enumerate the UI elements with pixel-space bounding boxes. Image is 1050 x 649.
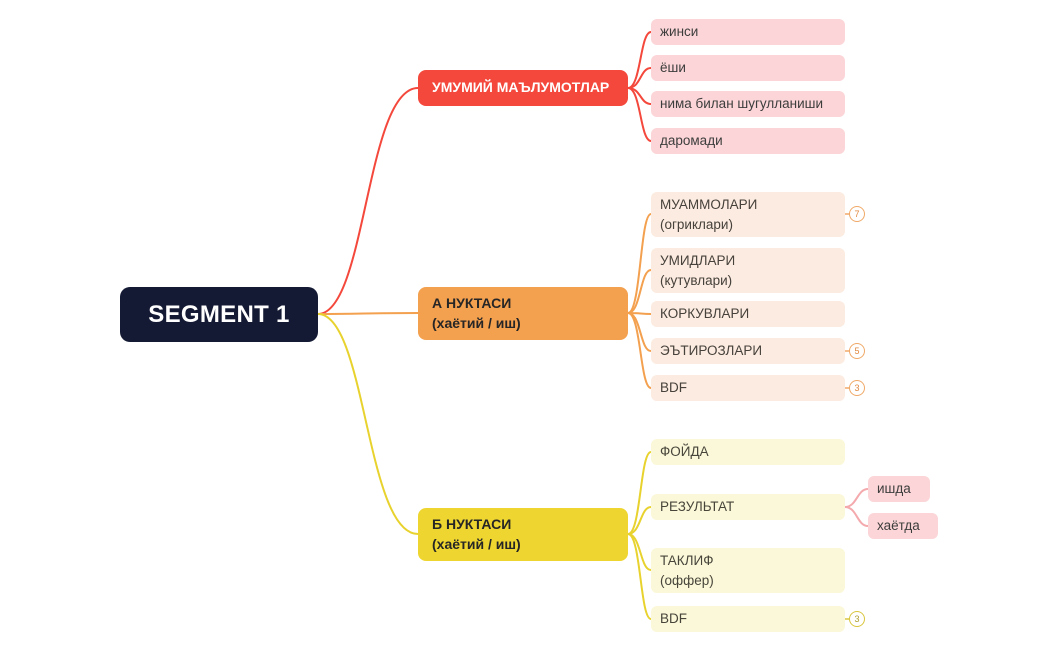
- node-offer-sublabel: (оффер): [660, 572, 714, 588]
- node-problems-label: МУАММОЛАРИ: [660, 196, 758, 212]
- node-at-work-label: ишда: [877, 481, 911, 497]
- node-occupation-label: нима билан шугулланиши: [660, 96, 823, 112]
- badge-bdf-a-count[interactable]: 3: [849, 380, 865, 396]
- node-hopes[interactable]: УМИДЛАРИ (кутувлари): [651, 248, 845, 293]
- node-offer-label: ТАКЛИФ: [660, 552, 714, 568]
- badge-bdf-b-count-value: 3: [854, 613, 860, 624]
- node-gender-label: жинси: [660, 24, 699, 40]
- badge-objections-count[interactable]: 5: [849, 343, 865, 359]
- node-bdf-b-label: BDF: [660, 611, 687, 627]
- node-in-life[interactable]: хаётда: [868, 513, 938, 539]
- node-point-b[interactable]: Б НУКТАСИ (хаётий / иш): [418, 508, 628, 561]
- node-age-label: ёши: [660, 60, 686, 76]
- node-at-work[interactable]: ишда: [868, 476, 930, 502]
- node-general-info[interactable]: УМУМИЙ МАЪЛУМОТЛАР: [418, 70, 628, 106]
- node-result-label: РЕЗУЛЬТАТ: [660, 499, 735, 515]
- node-result[interactable]: РЕЗУЛЬТАТ: [651, 494, 845, 520]
- node-point-b-sublabel: (хаётий / иш): [432, 535, 521, 552]
- node-fears[interactable]: КОРКУВЛАРИ: [651, 301, 845, 327]
- node-hopes-sublabel: (кутувлари): [660, 272, 733, 288]
- node-benefit[interactable]: ФОЙДА: [651, 439, 845, 465]
- node-age[interactable]: ёши: [651, 55, 845, 81]
- node-objections-label: ЭЪТИРОЗЛАРИ: [660, 343, 763, 359]
- node-root[interactable]: SEGMENT 1: [120, 287, 318, 342]
- node-point-b-label: Б НУКТАСИ: [432, 515, 512, 532]
- node-in-life-label: хаётда: [877, 518, 920, 534]
- node-bdf-b[interactable]: BDF: [651, 606, 845, 632]
- node-problems-sublabel: (огриклари): [660, 216, 733, 232]
- node-occupation[interactable]: нима билан шугулланиши: [651, 91, 845, 117]
- badge-problems-count-value: 7: [854, 208, 860, 219]
- node-bdf-a[interactable]: BDF: [651, 375, 845, 401]
- node-income[interactable]: даромади: [651, 128, 845, 154]
- node-hopes-label: УМИДЛАРИ: [660, 252, 736, 268]
- node-objections[interactable]: ЭЪТИРОЗЛАРИ: [651, 338, 845, 364]
- node-point-a-sublabel: (хаётий / иш): [432, 314, 521, 331]
- node-gender[interactable]: жинси: [651, 19, 845, 45]
- node-fears-label: КОРКУВЛАРИ: [660, 306, 750, 322]
- badge-bdf-b-count[interactable]: 3: [849, 611, 865, 627]
- node-general-info-label: УМУМИЙ МАЪЛУМОТЛАР: [432, 79, 610, 96]
- node-point-a-label: А НУКТАСИ: [432, 294, 512, 311]
- node-offer[interactable]: ТАКЛИФ (оффер): [651, 548, 845, 593]
- node-point-a[interactable]: А НУКТАСИ (хаётий / иш): [418, 287, 628, 340]
- node-bdf-a-label: BDF: [660, 380, 687, 396]
- badge-bdf-a-count-value: 3: [854, 382, 860, 393]
- node-root-label: SEGMENT 1: [148, 300, 290, 328]
- node-problems[interactable]: МУАММОЛАРИ (огриклари): [651, 192, 845, 237]
- badge-problems-count[interactable]: 7: [849, 206, 865, 222]
- node-income-label: даромади: [660, 133, 723, 149]
- badge-objections-count-value: 5: [854, 345, 860, 356]
- node-benefit-label: ФОЙДА: [660, 444, 709, 460]
